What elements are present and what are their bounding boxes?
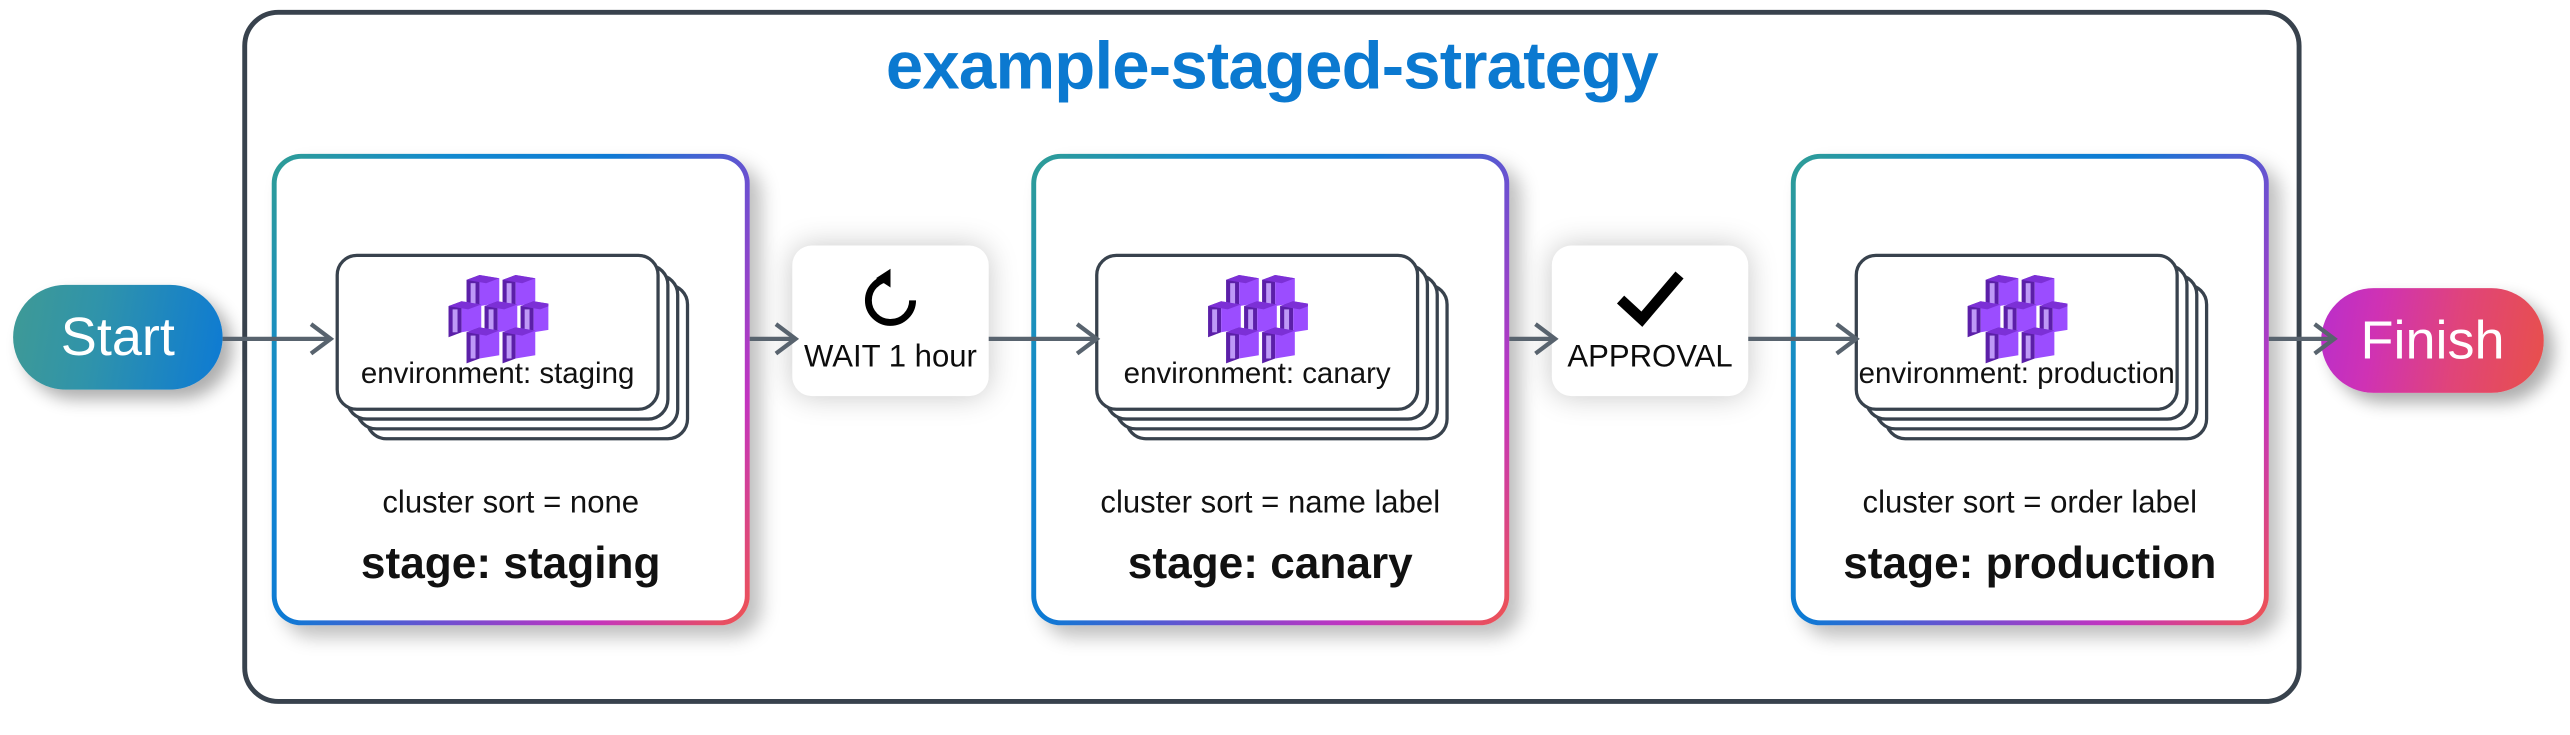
environment-card-stack[interactable]: environment: staging (335, 253, 696, 441)
finish-node[interactable]: Finish (2321, 288, 2544, 393)
cluster-sort-label: cluster sort = name label (1100, 486, 1441, 521)
strategy-container (242, 9, 2302, 704)
connector-stage2-to-approval (1509, 319, 1559, 358)
stage-panel-inner: environment: canary cluster sort = name … (1036, 158, 1505, 621)
wait-gate-label: WAIT 1 hour (804, 340, 977, 375)
cluster-sort-label: cluster sort = order label (1862, 486, 2198, 521)
checkmark-icon (1614, 262, 1686, 337)
environment-card-front[interactable]: environment: staging (335, 253, 660, 411)
stage-panel-staging[interactable]: environment: staging cluster sort = none… (271, 153, 750, 626)
stage-panel-production[interactable]: environment: production cluster sort = o… (1790, 153, 2269, 626)
environment-card-stack[interactable]: environment: canary (1095, 253, 1455, 441)
stage-panel-inner: environment: production cluster sort = o… (1795, 158, 2264, 621)
wait-gate-node[interactable]: WAIT 1 hour (792, 245, 989, 397)
finish-label: Finish (2360, 309, 2505, 370)
connector-start-to-stage1 (222, 319, 338, 358)
connector-approval-to-stage3 (1748, 319, 1863, 358)
rotate-ccw-icon (858, 262, 923, 337)
approval-gate-node[interactable]: APPROVAL (1551, 245, 1749, 397)
environment-label: environment: production (1858, 356, 2175, 390)
environment-card-front[interactable]: environment: production (1854, 253, 2179, 411)
start-node[interactable]: Start (13, 284, 223, 390)
environment-label: environment: canary (1123, 356, 1391, 390)
stage-panel-inner: environment: staging cluster sort = none… (276, 158, 745, 621)
cluster-icon (447, 273, 554, 373)
cluster-icon (1206, 273, 1313, 373)
connector-stage3-to-finish (2268, 319, 2338, 358)
environment-label: environment: staging (360, 356, 635, 390)
stage-label: stage: production (1843, 538, 2217, 588)
connector-wait-to-stage2 (988, 319, 1104, 358)
stage-panel-canary[interactable]: environment: canary cluster sort = name … (1031, 153, 1510, 626)
strategy-title: example-staged-strategy (885, 27, 1659, 104)
environment-card-front[interactable]: environment: canary (1095, 253, 1420, 411)
start-label: Start (60, 306, 175, 367)
cluster-sort-label: cluster sort = none (382, 486, 640, 521)
approval-gate-label: APPROVAL (1567, 340, 1733, 375)
cluster-icon (1966, 273, 2073, 373)
connector-stage1-to-wait (749, 319, 800, 358)
environment-card-stack[interactable]: environment: production (1854, 253, 2215, 441)
stage-label: stage: canary (1127, 538, 1413, 588)
stage-label: stage: staging (360, 538, 661, 588)
